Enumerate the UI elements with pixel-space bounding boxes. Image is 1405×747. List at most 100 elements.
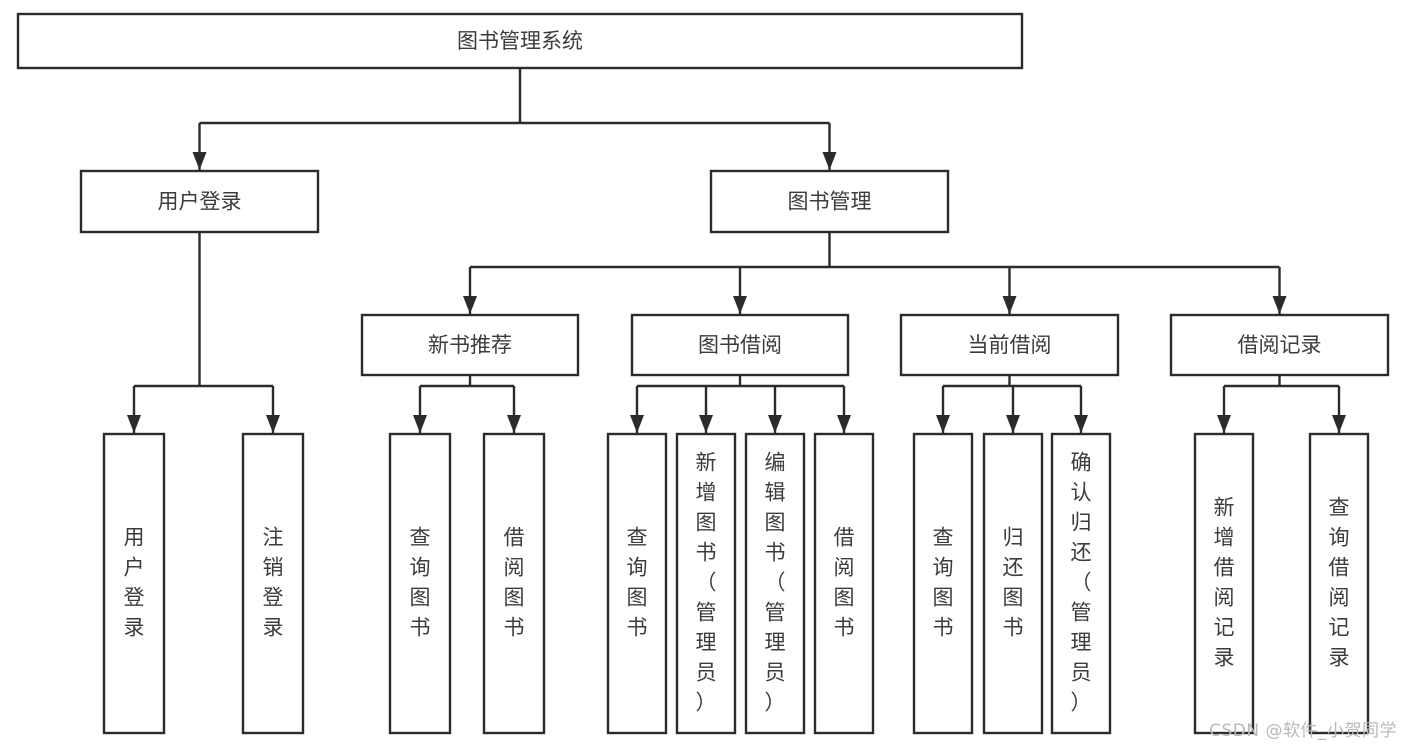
arrow-head-icon	[822, 152, 837, 170]
node-label-char: 编	[765, 451, 786, 475]
node-label-char: 理	[1071, 631, 1092, 655]
edge-group-book-manage	[463, 232, 1287, 314]
watermark-text: CSDN @软件_小贺同学	[1209, 721, 1397, 741]
edge-group-borrow-record	[1217, 375, 1346, 433]
edge-layer	[127, 68, 1346, 433]
node-label-char: 增	[696, 481, 717, 505]
edge-group-root	[192, 68, 837, 170]
node-box-book-borrow	[630, 313, 850, 377]
node-label-char: 图	[410, 586, 431, 610]
node-label-char: 图	[1003, 586, 1024, 610]
node-label-char: 新	[1214, 496, 1235, 520]
node-label-char: 借	[1329, 556, 1350, 580]
node-label-char: 员	[1071, 661, 1092, 685]
node-new-book-rec[interactable]: 新书推荐	[360, 313, 580, 377]
arrow-head-icon	[768, 415, 782, 433]
arrow-head-icon	[413, 415, 427, 433]
node-label-char: 图	[696, 511, 717, 535]
arrow-head-icon	[266, 415, 280, 433]
node-label-char: 管	[696, 601, 717, 625]
node-label-char: 询	[1329, 526, 1350, 550]
node-label-char: 图	[933, 586, 954, 610]
node-label-char: 查	[410, 526, 431, 550]
edge-group-new-book-rec	[413, 375, 521, 433]
node-label-char: 用	[124, 526, 145, 550]
node-label-char: ）	[765, 691, 786, 715]
node-label-char: 书	[627, 616, 648, 640]
node-label-new-book-rec: 新书推荐	[428, 333, 512, 357]
arrow-head-icon	[837, 415, 851, 433]
node-label-char: ）	[696, 691, 717, 715]
node-label-char: 阅	[504, 556, 525, 580]
node-borrow-record[interactable]: 借阅记录	[1169, 313, 1390, 377]
node-label-char: 询	[410, 556, 431, 580]
node-label-char: 录	[263, 616, 284, 640]
edge-group-user-login	[127, 232, 280, 433]
node-label-char: 登	[124, 586, 145, 610]
edge-group-book-borrow	[630, 375, 851, 433]
node-label-char: 录	[1214, 646, 1235, 670]
node-label-char: 员	[765, 661, 786, 685]
node-leaf-user-login[interactable]: 用户登录	[102, 432, 166, 735]
node-label-char: 还	[1071, 541, 1092, 565]
node-label-char: （	[1071, 571, 1092, 595]
arrow-head-icon	[1332, 415, 1346, 433]
node-box-leaf-user-login	[102, 432, 166, 735]
node-label-char: 理	[765, 631, 786, 655]
node-box-leaf-confirm-return	[1050, 432, 1112, 735]
node-box-root	[16, 12, 1024, 70]
node-label-char: 归	[1071, 511, 1092, 535]
node-box-leaf-edit-book	[744, 432, 806, 735]
node-label-char: 录	[124, 616, 145, 640]
node-label-char: 查	[933, 526, 954, 550]
node-box-leaf-query-book-3	[912, 432, 974, 735]
node-box-leaf-logout	[241, 432, 305, 735]
node-label-current-borrow: 当前借阅	[968, 333, 1052, 357]
node-label-char: 阅	[1214, 586, 1235, 610]
node-label-char: 归	[1003, 526, 1024, 550]
arrow-head-icon	[733, 296, 747, 314]
node-label-book-borrow: 图书借阅	[698, 333, 782, 357]
node-label-book-manage: 图书管理	[788, 190, 872, 214]
node-label-char: 询	[627, 556, 648, 580]
node-book-manage[interactable]: 图书管理	[709, 169, 950, 234]
node-label-char: 借	[504, 526, 525, 550]
arrow-head-icon	[192, 152, 207, 170]
node-label-char: （	[765, 571, 786, 595]
node-label-char: 管	[765, 601, 786, 625]
node-label-char: 新	[696, 451, 717, 475]
arrow-head-icon	[699, 415, 713, 433]
node-book-borrow[interactable]: 图书借阅	[630, 313, 850, 377]
node-label-char: 销	[263, 556, 284, 580]
node-label-char: 借	[834, 526, 855, 550]
arrow-head-icon	[1006, 415, 1020, 433]
node-label-char: 阅	[834, 556, 855, 580]
node-box-leaf-add-record	[1193, 432, 1255, 735]
node-label-char: 图	[834, 586, 855, 610]
node-label-char: 还	[1003, 556, 1024, 580]
node-box-leaf-query-book-2	[606, 432, 668, 735]
node-label-char: 书	[504, 616, 525, 640]
node-box-leaf-add-book	[675, 432, 737, 735]
node-box-leaf-borrow-book-1	[482, 432, 546, 735]
node-layer: 图书管理系统用户登录图书管理新书推荐图书借阅当前借阅借阅记录用户登录注销登录查询…	[16, 12, 1390, 735]
node-label-char: 增	[1214, 526, 1235, 550]
node-current-borrow[interactable]: 当前借阅	[899, 313, 1120, 377]
node-root[interactable]: 图书管理系统	[16, 12, 1024, 70]
node-user-login[interactable]: 用户登录	[79, 169, 320, 234]
node-label-char: 记	[1214, 616, 1235, 640]
